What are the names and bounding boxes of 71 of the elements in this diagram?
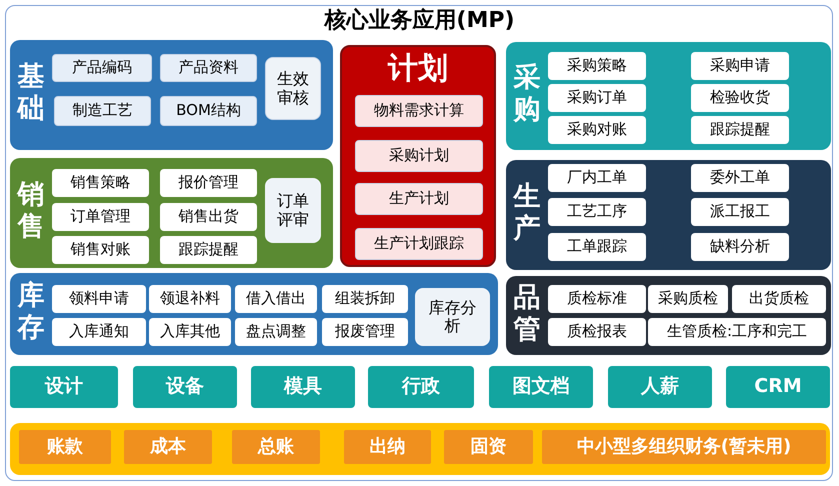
module-panel [506,42,831,150]
function-box: 成本 [124,430,212,464]
function-box: 销售对账 [52,236,149,264]
function-box: 采购策略 [548,52,646,80]
function-box: 生管质检:工序和完工 [648,318,826,346]
function-box: 盘点调整 [235,318,317,346]
function-box: 工艺工序 [548,198,646,226]
function-box: 检验收货 [691,84,789,112]
function-box: 跟踪提醒 [160,236,257,264]
function-box: 生效审核 [265,57,321,120]
function-box: 质检报表 [548,318,646,346]
function-box: 缺料分析 [691,233,789,261]
function-box: 领料申请 [52,285,146,313]
function-box: 物料需求计算 [355,95,483,127]
module-heading: 生产 [512,181,542,246]
function-box: 销售策略 [52,169,149,197]
function-box: BOM结构 [160,96,257,126]
function-box: 出货质检 [732,285,826,313]
function-box: 制造工艺 [54,96,151,126]
function-box: 采购质检 [648,285,728,313]
function-box: 中小型多组织财务(暂未用) [542,430,826,464]
module-heading: 品管 [512,282,542,346]
function-box: 采购申请 [691,52,789,80]
module-heading: 库存 [16,280,46,345]
function-box: 生产计划 [355,183,483,215]
module-box: 设计 [10,366,118,408]
module-box: CRM [726,366,830,408]
function-box: 销售出货 [160,203,257,231]
function-box: 采购订单 [548,84,646,112]
module-box: 设备 [133,366,237,408]
function-box: 订单评审 [265,178,321,243]
function-box: 固资 [444,430,533,464]
function-box: 组装拆卸 [322,285,408,313]
function-box: 质检标准 [548,285,646,313]
function-box: 采购计划 [355,140,483,172]
function-box: 派工报工 [691,198,789,226]
function-box: 库存分析 [415,288,490,346]
module-heading: 基础 [16,61,46,126]
function-box: 报价管理 [160,169,257,197]
function-box: 工单跟踪 [548,233,646,261]
function-box: 产品资料 [160,54,257,82]
function-box: 账款 [19,430,111,464]
title: 核心业务应用(MP) [322,6,516,35]
function-box: 领退补料 [149,285,231,313]
function-box: 跟踪提醒 [691,116,789,144]
function-box: 入库通知 [52,318,146,346]
module-panel [10,158,333,268]
function-box: 总账 [232,430,320,464]
function-box: 委外工单 [691,164,789,192]
module-panel [506,276,831,355]
function-box: 报废管理 [322,318,408,346]
module-heading: 销售 [16,179,46,244]
module-box: 图文档 [489,366,593,408]
function-box: 生产计划跟踪 [355,228,483,260]
function-box: 入库其他 [149,318,231,346]
function-box: 出纳 [344,430,431,464]
function-box: 采购对账 [548,116,646,144]
module-heading: 采购 [512,62,542,127]
module-box: 模具 [251,366,355,408]
module-band [10,423,830,475]
module-box: 行政 [368,366,474,408]
module-panel [506,160,831,270]
module-box: 人薪 [608,366,712,408]
function-box: 订单管理 [52,203,149,231]
module-heading: 计划 [386,51,449,87]
function-box: 厂内工单 [548,164,646,192]
module-panel [10,273,498,355]
function-box: 产品编码 [52,54,152,82]
module-panel [340,45,496,267]
function-box: 借入借出 [235,285,317,313]
module-panel [10,40,333,150]
